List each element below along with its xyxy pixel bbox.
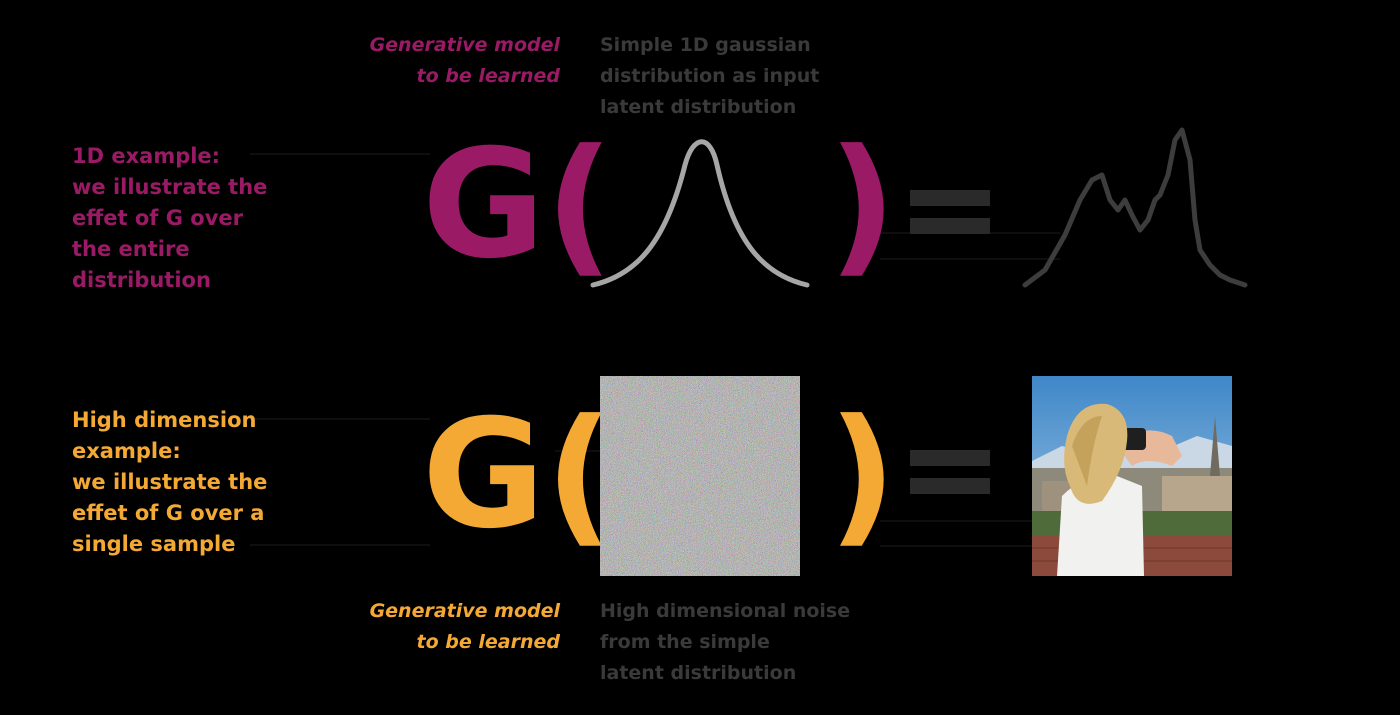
top-g-letter: G( bbox=[422, 118, 614, 292]
bottom-model-label: Generative model to be learned bbox=[369, 600, 560, 653]
top-input-label: Simple 1D gaussian distribution as input… bbox=[600, 34, 820, 118]
equals-sign-icon bbox=[910, 478, 990, 494]
bottom-g-letter: G( bbox=[422, 388, 614, 562]
bottom-input-label: High dimensional noise from the simple l… bbox=[600, 600, 851, 684]
guide-line bbox=[880, 520, 1040, 522]
output-photo-image bbox=[1032, 376, 1232, 576]
bimodal-curve-icon bbox=[1022, 127, 1248, 288]
guide-line bbox=[880, 258, 1060, 260]
equals-sign-icon bbox=[910, 450, 990, 466]
gaussian-curve-icon bbox=[590, 139, 810, 288]
guide-line bbox=[555, 450, 605, 452]
bottom-close-paren: ) bbox=[828, 388, 897, 562]
guide-line bbox=[880, 545, 1040, 547]
equals-sign-icon bbox=[910, 218, 990, 234]
top-close-paren: ) bbox=[828, 118, 897, 292]
bottom-example-label: High dimension example: we illustrate th… bbox=[72, 408, 268, 556]
top-example-label: 1D example: we illustrate the effet of G… bbox=[72, 144, 268, 292]
guide-line bbox=[250, 544, 430, 546]
top-model-label: Generative model to be learned bbox=[369, 34, 560, 87]
noise-image bbox=[600, 376, 800, 576]
equals-sign-icon bbox=[910, 190, 990, 206]
guide-line bbox=[250, 418, 430, 420]
guide-line bbox=[250, 153, 430, 155]
